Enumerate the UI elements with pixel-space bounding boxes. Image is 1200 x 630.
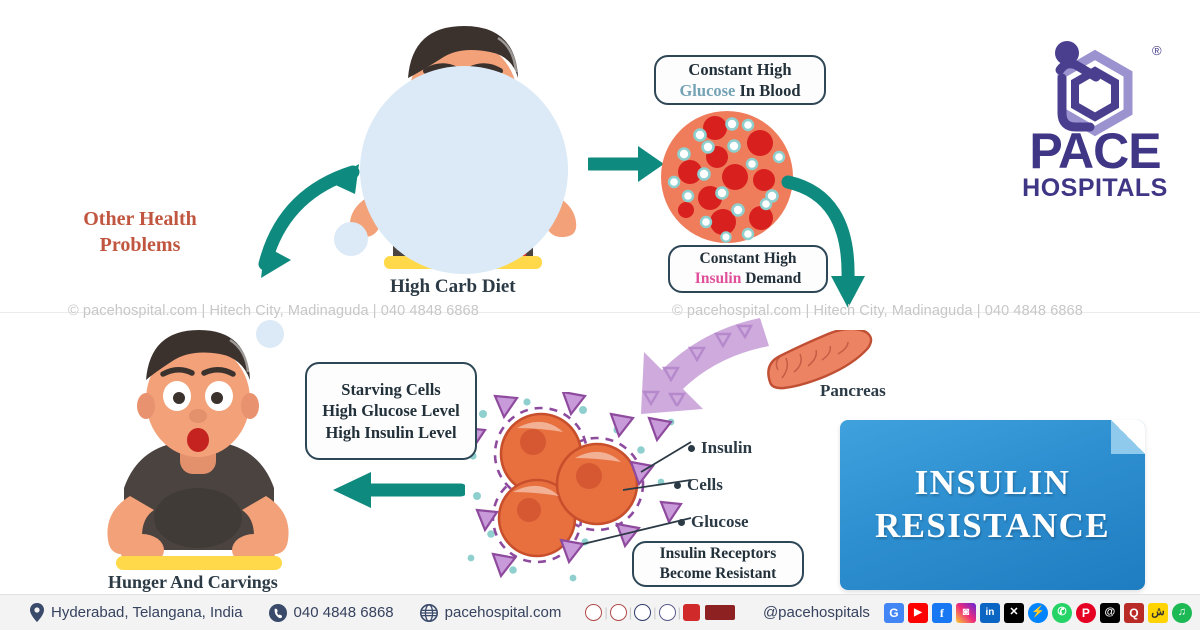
map-pin-icon xyxy=(30,603,44,622)
legend-item-insulin: Insulin xyxy=(688,438,752,458)
seal-divider: | xyxy=(653,605,657,620)
keyword-insulin: Insulin xyxy=(694,270,742,287)
blood-glucose-illustration xyxy=(660,110,794,244)
arrow-blood-to-pancreas xyxy=(781,175,865,308)
legend-list: Insulin Cells Glucose xyxy=(674,438,752,532)
sharechat-icon[interactable]: ش xyxy=(1147,602,1168,623)
seal-divider: | xyxy=(628,605,633,620)
svg-text:®: ® xyxy=(1152,43,1162,58)
legend-label: Glucose xyxy=(691,512,749,531)
spotify-icon[interactable]: ♫ xyxy=(1171,602,1192,623)
callout-line: Insulin Demand xyxy=(694,270,802,287)
insulin-triangles xyxy=(463,390,683,579)
whatsapp-icon[interactable]: ✆ xyxy=(1051,602,1072,623)
logo-mark-icon: ® xyxy=(1055,41,1162,137)
callout-line: Starving Cells xyxy=(341,380,441,400)
section-divider xyxy=(0,312,1200,313)
footer-bar: Hyderabad, Telangana, India 040 4848 686… xyxy=(0,594,1200,630)
callout-line: Glucose In Blood xyxy=(679,81,801,100)
cell-bodies xyxy=(497,412,639,558)
x-twitter-icon[interactable]: ✕ xyxy=(1003,602,1024,623)
callout-line: High Insulin Level xyxy=(325,422,457,442)
logo-name: PACE xyxy=(1029,123,1161,179)
result-title-line1: INSULIN xyxy=(914,463,1071,503)
hunger-cravings-illustration xyxy=(78,318,318,578)
nabl-seal-icon xyxy=(609,604,627,621)
footer-phone-text: 040 4848 6868 xyxy=(293,604,394,621)
legend-label: Insulin xyxy=(701,438,753,457)
nabh-seal-icon xyxy=(585,604,603,621)
iso-seal-icon xyxy=(658,604,676,621)
callout-constant-high-glucose: Constant High Glucose In Blood xyxy=(654,55,826,105)
bg-dot xyxy=(334,222,368,256)
pace-hospitals-logo: ® PACE HOSPITALS xyxy=(1000,18,1190,204)
result-title-line2: RESISTANCE xyxy=(874,506,1111,545)
legend-label: Cells xyxy=(687,475,723,494)
footer-location-text: Hyderabad, Telangana, India xyxy=(51,604,243,621)
legend-item-glucose: Glucose xyxy=(678,512,752,532)
footer-social-handle: @pacehospitals xyxy=(762,604,870,621)
footer-phone[interactable]: 040 4848 6868 xyxy=(268,603,394,622)
callout-insulin-receptors: Insulin Receptors Become Resistant xyxy=(632,541,804,587)
globe-icon xyxy=(419,603,438,622)
bg-circle xyxy=(360,66,568,274)
social-icon-list: G ▶ f ◙ in ✕ ⚡ ✆ P @ Q ش ♫ xyxy=(883,602,1192,623)
hunger-cravings-label: Hunger And Carvings xyxy=(108,572,278,592)
callout-constant-high-insulin: Constant High Insulin Demand xyxy=(668,245,828,293)
phone-icon xyxy=(268,603,287,622)
pancreas-illustration xyxy=(760,327,875,400)
high-carb-diet-label: High Carb Diet xyxy=(390,276,516,297)
callout-line: Become Resistant xyxy=(659,565,777,582)
insulin-resistance-card: INSULIN RESISTANCE xyxy=(840,420,1145,590)
facebook-icon[interactable]: f xyxy=(931,602,952,623)
keyword-glucose: Glucose xyxy=(679,81,736,100)
legend-leader-lines xyxy=(582,441,692,545)
aha-seal-icon xyxy=(682,604,700,621)
footer-website[interactable]: pacehospital.com xyxy=(419,603,562,622)
callout-line: Constant High xyxy=(699,250,797,268)
high-carb-diet-illustration xyxy=(334,8,588,276)
pancreas-label: Pancreas xyxy=(820,381,886,400)
arrow-man-to-blood xyxy=(588,146,664,182)
folded-corner-icon xyxy=(1111,420,1145,454)
insulin-release-arrow xyxy=(641,318,769,414)
legend-dot-icon xyxy=(674,481,681,489)
arrow-to-other-health xyxy=(258,164,360,278)
footer-location: Hyderabad, Telangana, India xyxy=(30,603,243,622)
google-business-icon[interactable]: G xyxy=(883,602,904,623)
arrow-to-hunger xyxy=(333,472,465,508)
callout-line: Insulin Receptors xyxy=(659,545,777,563)
callout-starving-cells: Starving Cells High Glucose Level High I… xyxy=(305,362,477,460)
other-health-problems-label: Other Health Problems xyxy=(83,208,197,256)
youtube-icon[interactable]: ▶ xyxy=(907,602,928,623)
jci-seal-icon xyxy=(634,604,652,621)
seal-divider: | xyxy=(677,605,681,620)
legend-dot-icon xyxy=(688,444,695,452)
insulin-resistant-cells-illustration xyxy=(463,390,695,592)
pinterest-icon[interactable]: P xyxy=(1075,602,1096,623)
accreditation-seals: | | | | xyxy=(585,604,735,621)
legend-dot-icon xyxy=(678,518,685,526)
hungry-man-figure xyxy=(107,330,289,570)
linkedin-icon[interactable]: in xyxy=(979,602,1000,623)
glucose-molecules xyxy=(667,117,786,243)
watermark-text: © pacehospital.com | Hitech City, Madina… xyxy=(68,303,479,319)
callout-line: Constant High xyxy=(688,59,792,79)
threads-icon[interactable]: @ xyxy=(1099,602,1120,623)
messenger-icon[interactable]: ⚡ xyxy=(1027,602,1048,623)
bg-dot xyxy=(256,320,284,348)
footer-website-text: pacehospital.com xyxy=(444,604,562,621)
nabh-badge-icon xyxy=(704,605,735,620)
callout-line: High Glucose Level xyxy=(322,401,460,421)
instagram-icon[interactable]: ◙ xyxy=(955,602,976,623)
legend-item-cells: Cells xyxy=(674,475,752,495)
logo-subname: HOSPITALS xyxy=(1022,174,1168,202)
quora-icon[interactable]: Q xyxy=(1123,602,1144,623)
seal-divider: | xyxy=(604,605,608,620)
